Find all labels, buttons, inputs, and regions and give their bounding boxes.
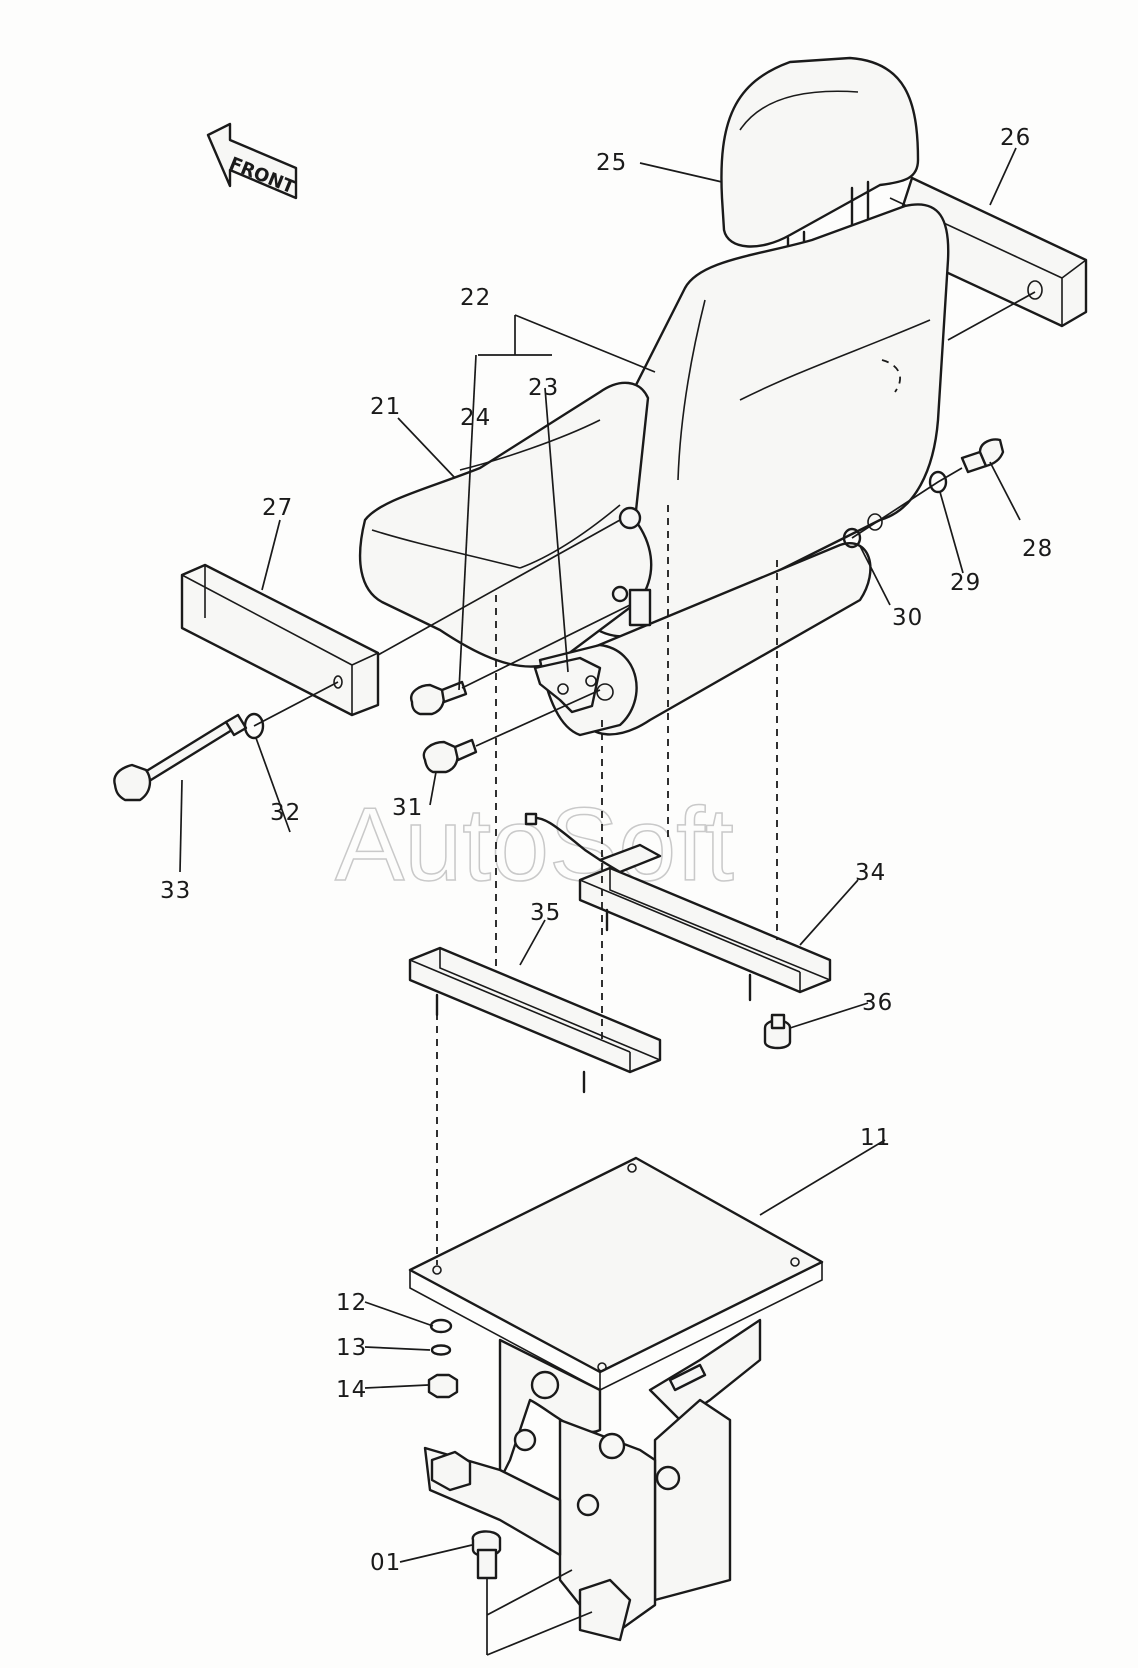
callout-28: 28 bbox=[1022, 536, 1053, 562]
leader-lines bbox=[179, 147, 1021, 1656]
callout-13: 13 bbox=[336, 1335, 367, 1361]
bolt-31 bbox=[422, 738, 478, 774]
callout-26: 26 bbox=[1000, 125, 1031, 151]
front-arrow-icon: FRONT bbox=[206, 122, 298, 200]
callout-35: 35 bbox=[530, 900, 561, 926]
callouts: 25 26 22 23 21 24 27 28 29 30 31 32 33 3… bbox=[160, 125, 1053, 1576]
callout-31: 31 bbox=[392, 795, 423, 821]
callout-24: 24 bbox=[460, 405, 491, 431]
callout-25: 25 bbox=[596, 150, 627, 176]
bolt-28 bbox=[960, 438, 1005, 474]
pin-bolt bbox=[113, 713, 248, 802]
armrest-left bbox=[180, 563, 380, 717]
callout-21: 21 bbox=[370, 394, 401, 420]
washer-12 bbox=[429, 1318, 453, 1334]
seat-cushion bbox=[358, 381, 653, 668]
recline-bracket bbox=[533, 656, 602, 714]
callout-36: 36 bbox=[862, 990, 893, 1016]
seat-suspension-base bbox=[408, 1156, 824, 1642]
washer-29 bbox=[928, 470, 948, 494]
callout-11: 11 bbox=[860, 1125, 891, 1151]
callout-30: 30 bbox=[892, 605, 923, 631]
callout-01: 01 bbox=[370, 1550, 401, 1576]
slide-rail-left bbox=[408, 946, 662, 1094]
bolt-24 bbox=[410, 680, 468, 716]
washer-32 bbox=[243, 712, 265, 740]
spacer-30 bbox=[842, 527, 862, 549]
callout-23: 23 bbox=[528, 375, 559, 401]
latch bbox=[628, 588, 652, 627]
nut-14 bbox=[427, 1373, 459, 1399]
callout-32: 32 bbox=[270, 800, 301, 826]
alignment-lines bbox=[253, 291, 1036, 1265]
spring-washer-13 bbox=[430, 1344, 452, 1356]
bolt-36 bbox=[763, 1013, 792, 1050]
slide-rail-right bbox=[524, 812, 832, 1002]
callout-33: 33 bbox=[160, 878, 191, 904]
bolt-01 bbox=[471, 1530, 502, 1580]
hole bbox=[611, 585, 629, 603]
bushing bbox=[618, 506, 642, 530]
callout-14: 14 bbox=[336, 1377, 367, 1403]
callout-29: 29 bbox=[950, 570, 981, 596]
callout-34: 34 bbox=[855, 860, 886, 886]
callout-27: 27 bbox=[262, 495, 293, 521]
callout-22: 22 bbox=[460, 285, 491, 311]
callout-12: 12 bbox=[336, 1290, 367, 1316]
